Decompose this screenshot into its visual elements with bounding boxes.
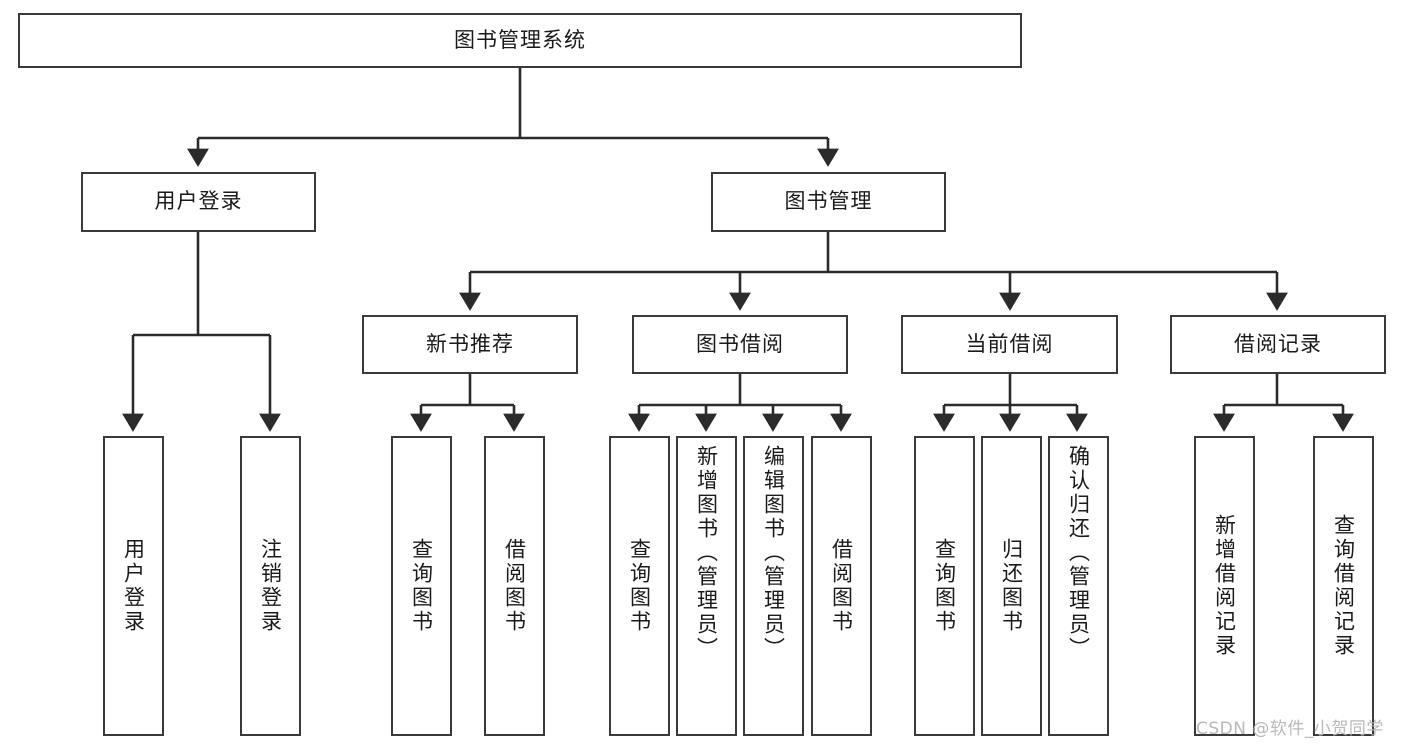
leaf-new-book-borrow-book[interactable]: 借阅图书 [484,436,545,736]
node-label: 查询借阅记录 [1331,514,1356,658]
node-label: 当前借阅 [965,331,1054,356]
node-label: 图书管理系统 [454,27,586,52]
leaf-book-borrow-edit-book-admin[interactable]: 编辑图书（管理员） [743,436,804,736]
node-label: 查询图书 [932,538,957,634]
leaf-user-login-login[interactable]: 用户登录 [103,436,164,736]
node-label: 图书管理 [784,189,873,214]
node-label: 注销登录 [258,538,283,634]
leaf-user-login-logout[interactable]: 注销登录 [240,436,301,736]
node-label: 用户登录 [154,189,243,214]
leaf-borrow-record-query-record[interactable]: 查询借阅记录 [1313,436,1374,736]
node-label: 新书推荐 [426,331,514,356]
node-label: 用户登录 [121,538,146,634]
leaf-book-borrow-borrow-book[interactable]: 借阅图书 [811,436,872,736]
node-label: 查询图书 [409,538,434,634]
leaf-current-borrow-query-book[interactable]: 查询图书 [914,436,975,736]
node-label: 新增借阅记录 [1212,514,1237,658]
leaf-borrow-record-add-record[interactable]: 新增借阅记录 [1194,436,1255,736]
node-label: 借阅记录 [1234,331,1322,356]
node-root-book-management-system[interactable]: 图书管理系统 [18,13,1022,68]
leaf-current-borrow-confirm-return-admin[interactable]: 确认归还（管理员） [1048,436,1109,736]
node-label: 确认归还（管理员） [1066,445,1091,661]
node-user-login[interactable]: 用户登录 [81,172,316,232]
node-label: 借阅图书 [829,538,854,634]
node-label: 借阅图书 [502,538,527,634]
leaf-book-borrow-add-book-admin[interactable]: 新增图书（管理员） [676,436,737,736]
node-label: 图书借阅 [696,331,784,356]
leaf-new-book-query-book[interactable]: 查询图书 [391,436,452,736]
node-label: 新增图书（管理员） [694,445,719,661]
node-new-book-recommend[interactable]: 新书推荐 [362,315,578,374]
node-label: 查询图书 [627,538,652,634]
node-label: 归还图书 [999,538,1024,634]
node-book-management[interactable]: 图书管理 [711,172,946,232]
node-borrow-record[interactable]: 借阅记录 [1170,315,1386,374]
node-current-borrow[interactable]: 当前借阅 [901,315,1118,374]
leaf-current-borrow-return-book[interactable]: 归还图书 [981,436,1042,736]
node-book-borrow[interactable]: 图书借阅 [632,315,848,374]
node-label: 编辑图书（管理员） [761,445,786,661]
leaf-book-borrow-query-book[interactable]: 查询图书 [609,436,670,736]
csdn-watermark: CSDN @软件_小贺同学 [1196,719,1384,739]
